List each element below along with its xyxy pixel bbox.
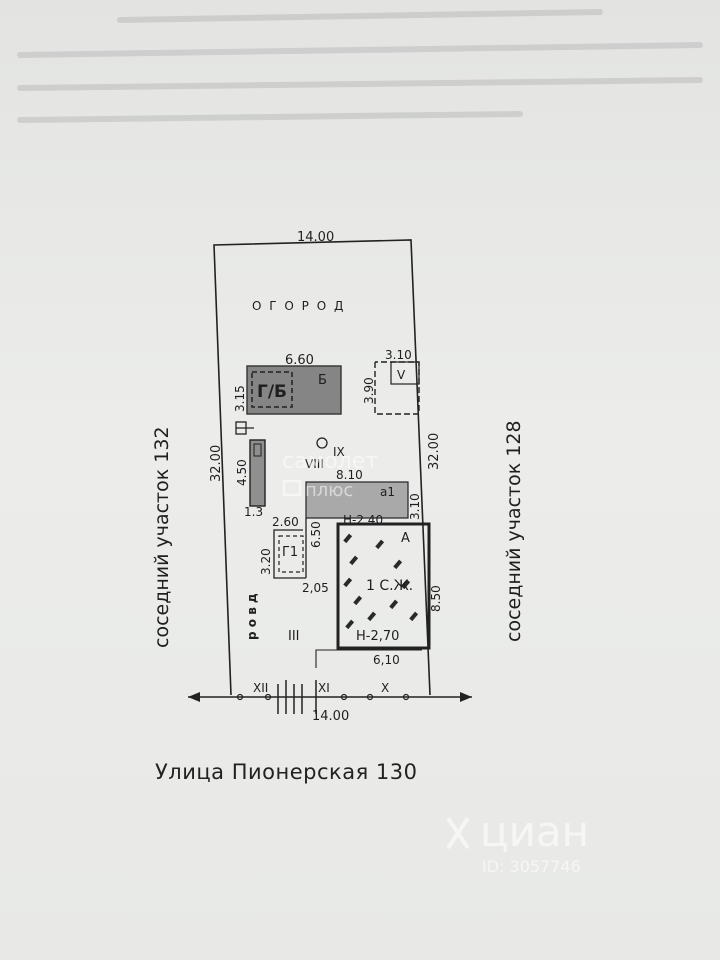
dim-right-length: 32.00: [427, 433, 442, 470]
zone-iii-label: III: [288, 629, 300, 644]
avito-watermark-logo-icon: [282, 479, 302, 497]
dim-house-width: 6,10: [373, 653, 400, 667]
bleed-through-lines: [17, 9, 703, 123]
dim-inner-width: 2,05: [302, 581, 329, 595]
fence-xii-label: XII: [253, 681, 268, 695]
bathhouse-code: Г/Б: [257, 382, 287, 402]
garage-code: Г1: [282, 545, 298, 560]
dim-bathhouse-height: 3.15: [233, 385, 247, 412]
dim-house-height: 8.50: [429, 585, 443, 612]
dim-garage-width: 2.60: [272, 515, 299, 529]
avito-watermark-line1: самолет: [282, 449, 378, 474]
driveway-label: р о в д: [245, 593, 259, 640]
dim-top-width: 14.00: [297, 230, 334, 245]
dim-left-length: 32.00: [209, 445, 224, 482]
cian-watermark-name: циан: [480, 807, 589, 856]
shed-code: V: [397, 368, 406, 382]
dim-shed-width: 3.10: [385, 348, 412, 362]
fence-x-label: X: [381, 681, 389, 695]
dim-strip-width: 1.3: [244, 505, 263, 519]
cian-logo-icon: [446, 816, 470, 850]
street-address: Улица Пионерская 130: [155, 760, 418, 784]
dim-inner-height: 6.50: [309, 521, 323, 548]
house-dim-line: [315, 649, 422, 668]
avito-watermark: самолет плюс: [282, 449, 378, 501]
dim-shed-height: 3.90: [362, 377, 376, 404]
shed-box: [390, 361, 420, 385]
house-height: Н-2,70: [356, 629, 399, 644]
house: [336, 522, 431, 650]
garden-label: О Г О Р О Д: [252, 299, 345, 313]
well-icon: [316, 437, 328, 449]
extension: [305, 481, 409, 519]
dim-bathhouse-width: 6.60: [285, 353, 314, 368]
neighbor-left-label: соседний участок 132: [151, 426, 173, 648]
cian-watermark-id: ID: 3057746: [482, 857, 581, 876]
well-label: IX: [333, 445, 345, 459]
dim-strip-height: 4.50: [235, 459, 249, 486]
dim-garage-height: 3.20: [259, 548, 273, 575]
fence-arrow-right: [460, 692, 472, 702]
dim-bottom-width: 14.00: [312, 709, 349, 724]
garage: [273, 529, 306, 579]
house-letter: А: [401, 531, 410, 546]
fence-xi-label: XI: [318, 681, 330, 695]
gate-marks: [277, 680, 317, 714]
house-name: 1 С.Ж.: [366, 578, 413, 594]
avito-watermark-line2: плюс: [305, 480, 353, 501]
extension-code: а1: [380, 485, 395, 499]
bathhouse: [246, 365, 342, 415]
garage-inner: [278, 535, 304, 573]
fence-arrow-left: [188, 692, 200, 702]
strip-building: [249, 439, 266, 507]
house-hatching: [343, 533, 419, 630]
strip-building-inner: [253, 443, 262, 457]
dim-ext-width: 8.10: [336, 468, 363, 482]
bathhouse-letter: Б: [318, 373, 327, 388]
yard-label: VIII: [305, 457, 324, 471]
dim-ext-height: 3.10: [408, 493, 422, 520]
plot-boundary: [213, 239, 431, 696]
fence-posts: [236, 693, 410, 701]
neighbor-right-label: соседний участок 128: [503, 420, 525, 642]
bathhouse-inner: [251, 371, 293, 408]
cian-watermark: циан ID: 3057746: [446, 807, 589, 876]
